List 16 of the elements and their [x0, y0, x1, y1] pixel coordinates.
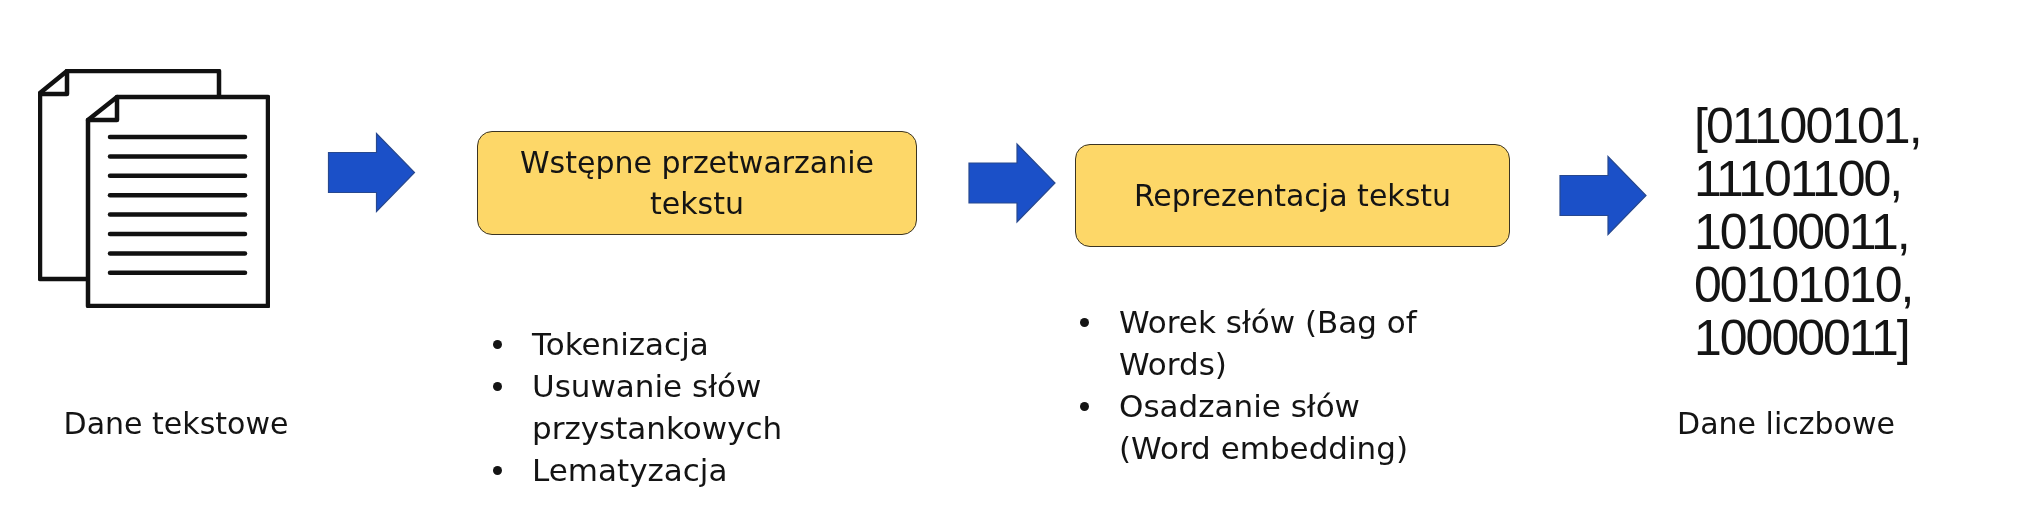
block-arrow: [968, 142, 1056, 224]
binary-numbers: [01100101, 11101100, 10100011, 00101010, 10000011]: [1692, 98, 1928, 367]
process-label: Wstępne przetwarzanie tekstu: [518, 144, 876, 223]
list-item: Osadzanie słów (Word embedding): [1119, 387, 1410, 468]
block-arrow: [1559, 155, 1647, 236]
node-label: Dane tekstowe: [63, 405, 289, 443]
documents-icon: [38, 69, 270, 308]
node-label: Dane liczbowe: [1677, 405, 1895, 443]
block-arrow: [327, 132, 416, 213]
list-item: Tokenizacja: [532, 325, 709, 364]
list-item: Lematyzacja: [532, 451, 728, 490]
process-label: Reprezentacja tekstu: [1133, 177, 1452, 215]
process-box: [1075, 144, 1510, 247]
process-box: [477, 131, 917, 235]
list-item: Usuwanie słów przystankowych: [532, 367, 784, 448]
list-item: Worek słów (Bag of Words): [1119, 303, 1419, 384]
